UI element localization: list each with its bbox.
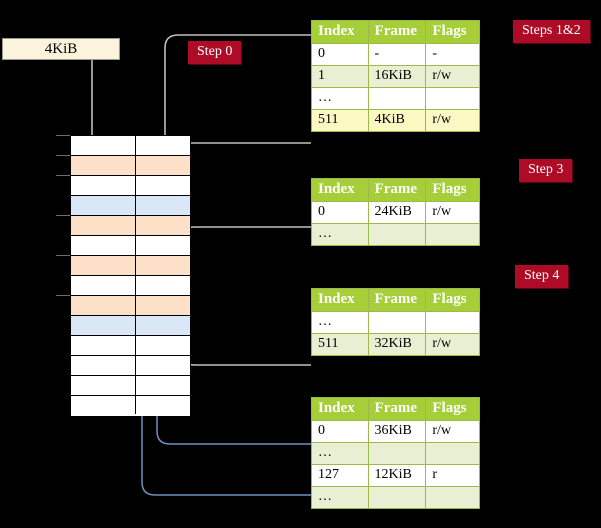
memory-tick [56, 135, 70, 136]
memory-row [71, 176, 190, 196]
memory-row [71, 156, 190, 176]
cell-flags: r/w [425, 65, 480, 88]
memory-tick [56, 155, 70, 156]
cell-frame: 4KiB [367, 109, 427, 132]
column-header-flags: Flags [425, 397, 480, 421]
cell-frame: 12KiB [367, 464, 427, 487]
cell-frame: 32KiB [367, 333, 427, 356]
cell-flags [425, 223, 480, 246]
wire-step3 [177, 226, 311, 269]
cell-frame [367, 486, 427, 509]
cell-flags [425, 442, 480, 465]
cell-index: … [311, 87, 369, 110]
cell-frame [367, 223, 427, 246]
memory-row [71, 256, 190, 276]
memory-row [71, 216, 190, 236]
memory-tick [56, 215, 70, 216]
cell-flags [425, 87, 480, 110]
cell-flags [425, 486, 480, 509]
memory-tick [56, 255, 70, 256]
memory-row [71, 136, 190, 156]
cell-flags: - [425, 43, 480, 66]
cell-flags: r/w [425, 109, 480, 132]
cell-index: 1 [311, 65, 369, 88]
cell-flags: r [425, 464, 480, 487]
cell-flags [425, 311, 480, 334]
cell-flags: r/w [425, 333, 480, 356]
cell-index: 127 [311, 464, 369, 487]
memory-row [71, 316, 190, 336]
column-header-index: Index [311, 397, 369, 421]
memory-tick [56, 295, 70, 296]
cell-index: … [311, 311, 369, 334]
badge-step-4: Step 4 [515, 265, 569, 288]
memory-row [71, 196, 190, 216]
cell-index: … [311, 223, 369, 246]
column-header-index: Index [311, 178, 369, 202]
memory-row [71, 336, 190, 356]
column-header-frame: Frame [367, 20, 427, 44]
column-header-flags: Flags [425, 20, 480, 44]
column-header-frame: Frame [367, 288, 427, 312]
column-header-flags: Flags [425, 288, 480, 312]
physical-memory-column [70, 135, 191, 416]
table-row: 0-- [311, 43, 480, 66]
memory-row [71, 396, 190, 416]
column-header-frame: Frame [367, 178, 427, 202]
cell-frame: - [367, 43, 427, 66]
cell-frame [367, 442, 427, 465]
memory-row [71, 376, 190, 396]
table-row: … [311, 87, 480, 110]
cell-flags: r/w [425, 420, 480, 443]
column-header-index: Index [311, 288, 369, 312]
cell-index: … [311, 486, 369, 509]
cell-index: … [311, 442, 369, 465]
cell-frame: 24KiB [367, 201, 427, 224]
memory-row [71, 236, 190, 256]
cell-index: 0 [311, 43, 369, 66]
cell-frame: 36KiB [367, 420, 427, 443]
memory-frame-divider [135, 136, 136, 414]
wire-step4 [173, 308, 311, 366]
memory-row [71, 276, 190, 296]
cell-frame: 16KiB [367, 65, 427, 88]
memory-tick [56, 175, 70, 176]
memory-row [71, 356, 190, 376]
badge-step-0: Step 0 [188, 41, 242, 64]
memory-row [71, 296, 190, 316]
cell-index: 0 [311, 201, 369, 224]
table-row: … [311, 442, 480, 465]
virtual-address-box: 4KiB [2, 38, 120, 60]
table-row: … [311, 311, 480, 334]
cell-index: 511 [311, 109, 369, 132]
column-header-frame: Frame [367, 397, 427, 421]
table-row: … [311, 486, 480, 509]
badge-step-3: Step 3 [519, 159, 573, 182]
cell-frame [367, 87, 427, 110]
badge-steps-1-and-2: Steps 1&2 [513, 20, 590, 43]
cell-index: 511 [311, 333, 369, 356]
cell-frame [367, 311, 427, 334]
column-header-index: Index [311, 20, 369, 44]
column-header-flags: Flags [425, 178, 480, 202]
cell-index: 0 [311, 420, 369, 443]
table-row: … [311, 223, 480, 246]
cell-flags: r/w [425, 201, 480, 224]
